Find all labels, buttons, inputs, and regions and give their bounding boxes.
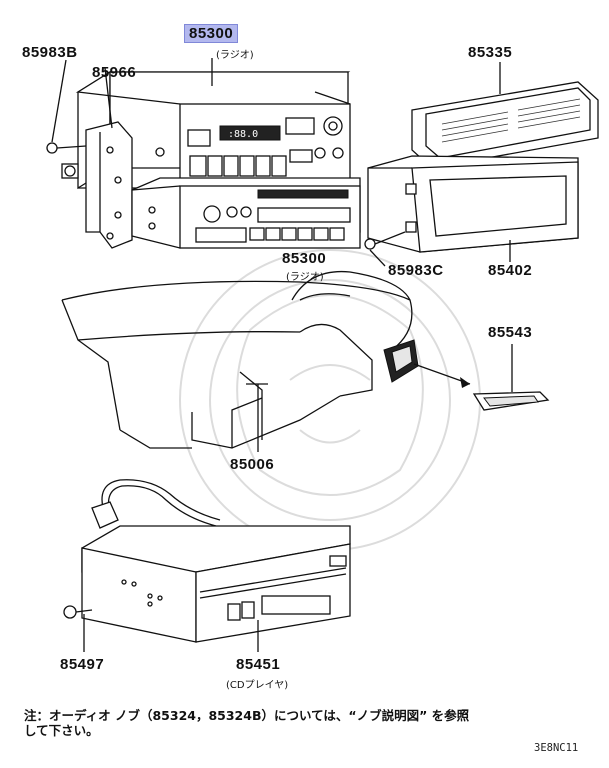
pocket-lid — [411, 62, 599, 169]
watermark-emblem — [179, 249, 481, 551]
label-85300-mid[interactable]: 85300 — [282, 250, 327, 267]
label-85983c[interactable]: 85983C — [388, 262, 444, 279]
svg-text::88.0: :88.0 — [228, 129, 258, 140]
pocket-box — [367, 155, 579, 262]
label-85451[interactable]: 85451 — [236, 656, 281, 673]
screw-85983c — [364, 231, 406, 267]
label-85966[interactable]: 85966 — [92, 64, 137, 81]
mounting-bracket — [61, 121, 133, 249]
cd-player-unit — [81, 479, 351, 652]
radio-unit-lower — [131, 177, 361, 249]
label-85451-sub: (CDプレイヤ) — [226, 680, 289, 691]
footnote-line-2: して下さい。 — [24, 723, 99, 738]
footnote: 注：オーディオ ノブ（85324，85324B）については、“ノブ説明図” を参… — [24, 708, 594, 738]
label-85300-top-sub: (ラジオ) — [216, 50, 254, 61]
screw-85983b — [46, 59, 87, 154]
screw-85497 — [63, 605, 93, 652]
label-85006[interactable]: 85006 — [230, 456, 275, 473]
label-85300-top[interactable]: 85300 — [184, 24, 239, 43]
label-85335[interactable]: 85335 — [468, 44, 513, 61]
footnote-line-1: 注：オーディオ ノブ（85324，85324B）については、“ノブ説明図” を参… — [24, 708, 470, 723]
dashboard — [61, 270, 471, 452]
diagram-code: 3E8NC11 — [534, 742, 579, 754]
label-85983b[interactable]: 85983B — [22, 44, 78, 61]
label-85300-mid-sub: (ラジオ) — [286, 272, 324, 283]
label-85402[interactable]: 85402 — [488, 262, 533, 279]
label-85543[interactable]: 85543 — [488, 324, 533, 341]
label-85497[interactable]: 85497 — [60, 656, 105, 673]
coin-tray — [472, 344, 550, 411]
